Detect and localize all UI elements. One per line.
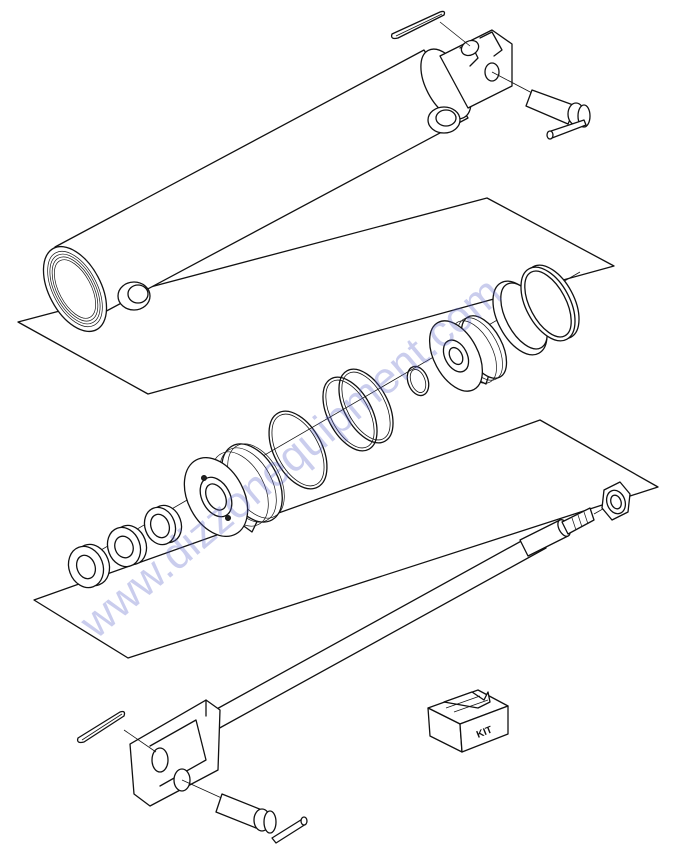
piston-inner-o-ring bbox=[406, 365, 430, 397]
rod-nut bbox=[601, 481, 631, 521]
cotter-pin-icon bbox=[76, 710, 126, 744]
clevis-pin-icon bbox=[491, 71, 591, 140]
gland-o-ring bbox=[268, 410, 328, 490]
clevis-pin-icon bbox=[181, 779, 308, 844]
rear-pin-leader bbox=[439, 21, 471, 47]
backup-ring bbox=[322, 368, 394, 452]
kit-box-icon: KIT bbox=[427, 689, 509, 753]
wiper-seal bbox=[67, 543, 111, 589]
gland bbox=[183, 443, 285, 537]
piston-rod bbox=[129, 505, 609, 807]
piston-seal bbox=[520, 264, 580, 342]
piston-plane bbox=[33, 419, 659, 659]
cylinder-barrel bbox=[42, 29, 513, 333]
front-pin-leader bbox=[123, 729, 157, 753]
piston-and-seals bbox=[67, 264, 581, 589]
barrel-plane bbox=[17, 197, 615, 395]
piston bbox=[428, 315, 508, 392]
cotter-pin-icon bbox=[390, 10, 446, 40]
rod-seal bbox=[106, 524, 148, 568]
rod-wear-ring bbox=[143, 504, 183, 546]
